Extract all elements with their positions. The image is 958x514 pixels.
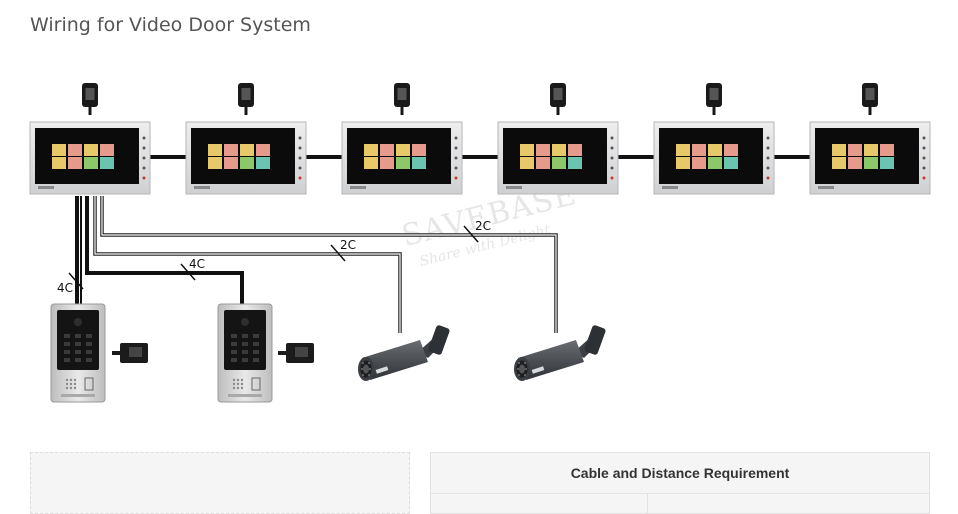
cable-station-1: [75, 196, 82, 304]
table-title: Cable and Distance Requirement: [431, 453, 929, 494]
cctv-camera-2: [514, 324, 607, 381]
cable-slash-mark: [463, 225, 479, 243]
indoor-monitor-4: [497, 121, 619, 195]
cable-camera-1: [93, 196, 402, 333]
outdoor-station-2: [217, 303, 273, 403]
power-adapter-icon: [550, 83, 566, 115]
exit-button-unit: [278, 343, 314, 363]
cable-slash-mark: [330, 244, 346, 262]
cable-slash-mark: [180, 263, 196, 281]
wiring-diagram: 4C 4C 2C 2C: [29, 83, 931, 403]
power-adapter-icon: [82, 83, 98, 115]
power-adapter-icon: [862, 83, 878, 115]
left-info-panel: [30, 452, 410, 514]
indoor-monitor-6: [809, 121, 931, 195]
power-adapter-icon: [394, 83, 410, 115]
cctv-camera-1: [358, 324, 451, 381]
cable-station-2: [85, 196, 244, 304]
cable-label-4c: 4C: [57, 281, 73, 295]
power-adapter-icon: [706, 83, 722, 115]
indoor-monitor-1: [29, 121, 151, 195]
cable-camera-2: [100, 196, 558, 333]
table-column-divider: [647, 493, 648, 513]
power-adapter-icon: [238, 83, 254, 115]
page-title: Wiring for Video Door System: [30, 14, 311, 36]
indoor-monitor-5: [653, 121, 775, 195]
indoor-monitor-2: [185, 121, 307, 195]
indoor-monitor-3: [341, 121, 463, 195]
cable-label-2c: 2C: [340, 238, 356, 252]
cable-slash-mark: [68, 272, 84, 290]
cable-label-2c: 2C: [475, 219, 491, 233]
cable-label-4c: 4C: [189, 257, 205, 271]
exit-button-unit: [112, 343, 148, 363]
outdoor-station-1: [50, 303, 106, 403]
cable-distance-table: Cable and Distance Requirement: [430, 452, 930, 514]
